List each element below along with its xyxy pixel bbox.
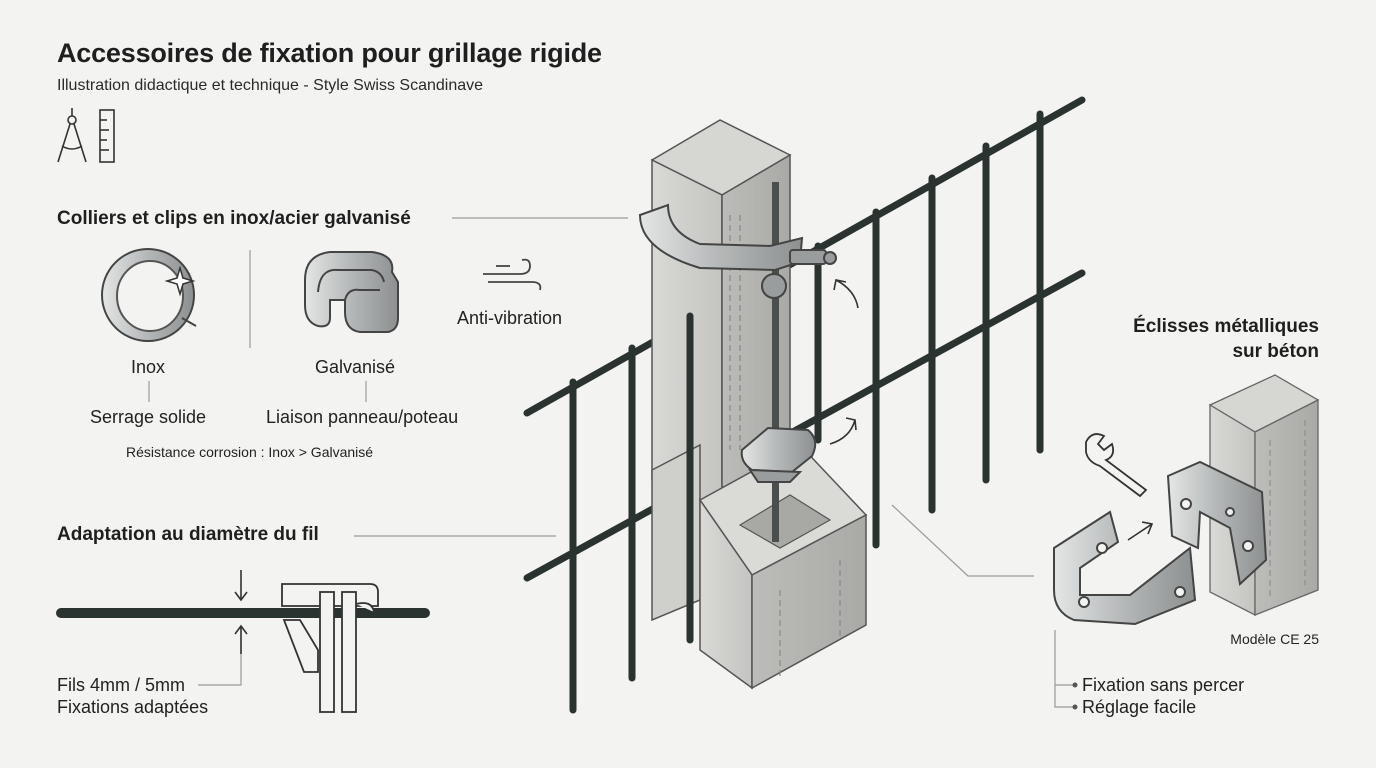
anti-vibration-label: Anti-vibration bbox=[457, 308, 563, 328]
wire-heading: Adaptation au diamètre du fil bbox=[57, 524, 319, 545]
compass-ruler-icon bbox=[57, 108, 115, 163]
caliper-icon bbox=[281, 583, 379, 713]
fence-wires-front bbox=[686, 110, 1044, 644]
inox-ring-icon bbox=[101, 248, 197, 342]
wire-measure-diagram bbox=[56, 570, 430, 713]
galvanized-benefit: Liaison panneau/poteau bbox=[266, 407, 459, 427]
wrench-icon bbox=[1085, 433, 1148, 498]
leader-lines bbox=[148, 217, 1075, 708]
wire-fixation-label: Fixations adaptées bbox=[57, 697, 209, 717]
eclisse-heading-line1: Éclisses métalliques bbox=[1133, 316, 1319, 337]
inox-benefit: Serrage solide bbox=[90, 407, 207, 427]
eclisse-heading-line2: sur béton bbox=[1232, 341, 1319, 362]
wind-icon bbox=[483, 258, 542, 291]
eclisse-feature-2: Réglage facile bbox=[1082, 697, 1197, 717]
page-title: Accessoires de fixation pour grillage ri… bbox=[57, 38, 602, 68]
eclisse-bracket-back bbox=[1166, 460, 1268, 586]
inox-label: Inox bbox=[131, 357, 166, 377]
corrosion-note: Résistance corrosion : Inox > Galvanisé bbox=[126, 444, 374, 460]
wire-size-label: Fils 4mm / 5mm bbox=[57, 675, 185, 695]
feature-bullets bbox=[1072, 682, 1078, 710]
eclisse-model: Modèle CE 25 bbox=[1230, 631, 1319, 647]
galvanized-label: Galvanisé bbox=[315, 357, 396, 377]
page-subtitle: Illustration didactique et technique - S… bbox=[57, 77, 484, 94]
concrete-post bbox=[650, 119, 868, 690]
eclisse-feature-1: Fixation sans percer bbox=[1082, 675, 1245, 695]
galvanized-clip-icon bbox=[304, 251, 399, 333]
eclisse-bracket-front bbox=[1053, 510, 1197, 626]
assembly-arrow bbox=[1127, 521, 1154, 541]
clips-heading: Colliers et clips en inox/acier galvanis… bbox=[57, 208, 411, 229]
rotation-arrows bbox=[829, 279, 859, 445]
inox-collar-on-post bbox=[638, 203, 837, 299]
galvanized-clip-on-post bbox=[740, 426, 817, 483]
sparkle-icon bbox=[164, 265, 196, 297]
